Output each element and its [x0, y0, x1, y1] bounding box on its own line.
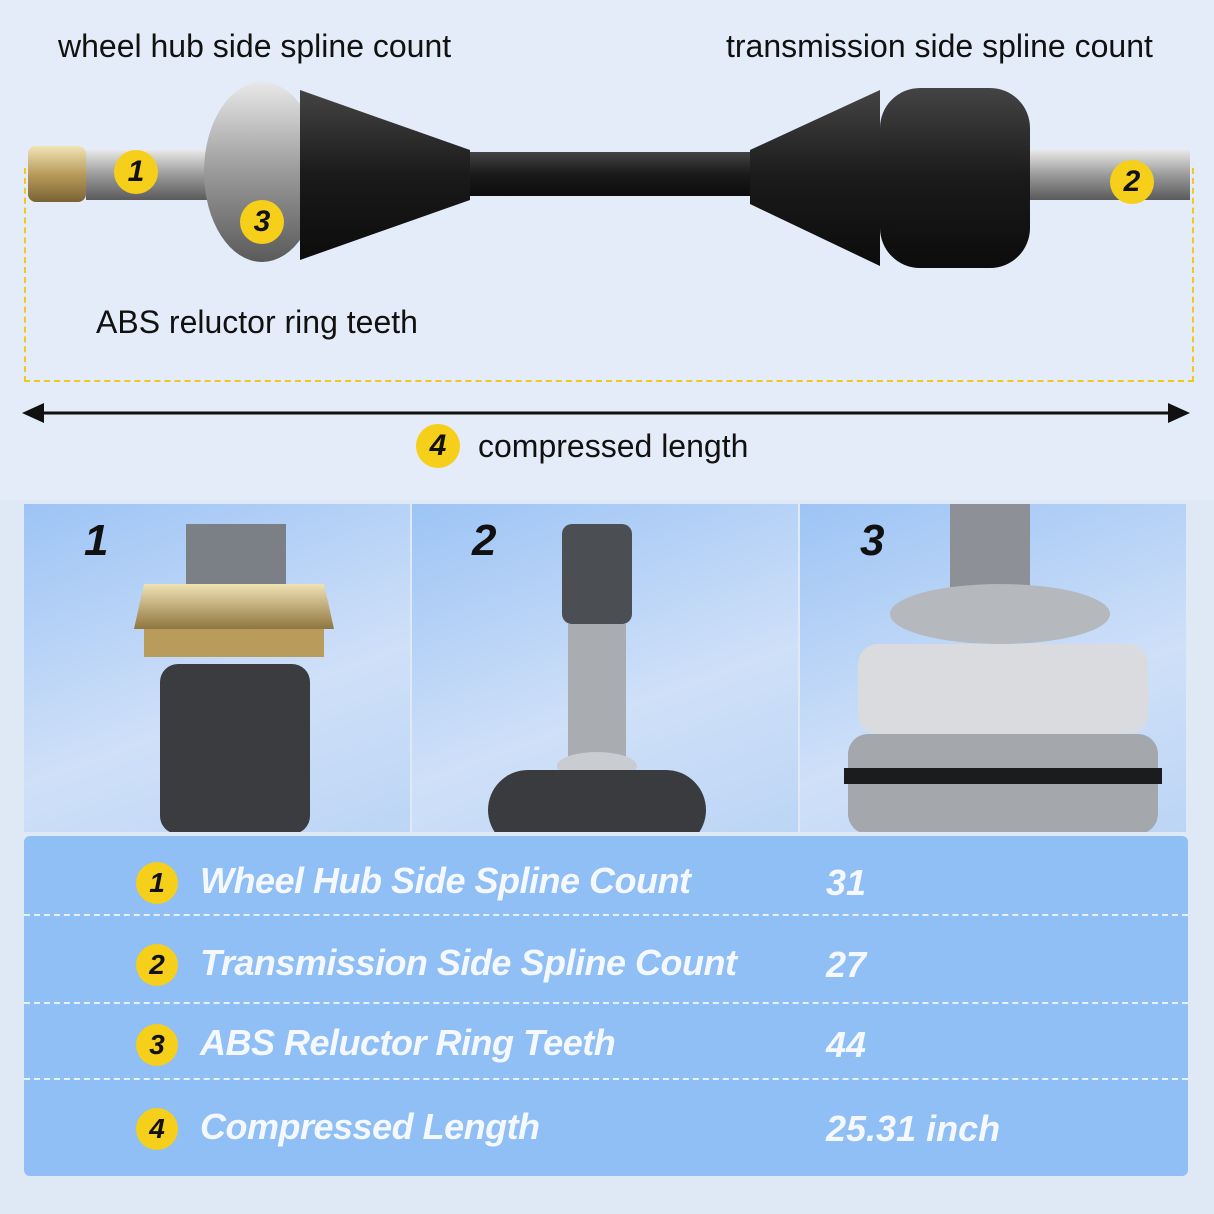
row-divider: [24, 1002, 1188, 1004]
detail-panels: 1 2 3: [24, 504, 1186, 832]
hub-nut: [28, 146, 86, 202]
callout-4: 4: [416, 424, 460, 468]
spec-label: Wheel Hub Side Spline Count: [200, 860, 691, 901]
inner-boot: [750, 90, 880, 266]
outer-cv-joint: [204, 82, 320, 262]
spec-label: Compressed Length: [200, 1106, 540, 1147]
row-divider: [24, 914, 1188, 916]
spec-badge: 3: [136, 1024, 178, 1066]
compressed-label: compressed length: [478, 428, 749, 464]
spec-badge: 1: [136, 862, 178, 904]
spec-value: 27: [826, 944, 867, 985]
spec-value: 44: [826, 1024, 867, 1065]
spec-label: ABS Reluctor Ring Teeth: [200, 1022, 616, 1063]
abs-ring-closeup: [844, 504, 1162, 832]
spec-value: 31: [826, 862, 867, 903]
length-bracket: [24, 168, 1194, 382]
spec-value: 25.31 inch: [826, 1108, 1001, 1149]
callout-1: 1: [114, 150, 158, 194]
panel-number: 3: [860, 516, 885, 565]
spec-badge: 2: [136, 944, 178, 986]
callout-3: 3: [240, 200, 284, 244]
spec-badge: 4: [136, 1108, 178, 1150]
axle-shaft: [470, 152, 770, 196]
spec-label: Transmission Side Spline Count: [200, 942, 737, 983]
outer-boot: [300, 90, 470, 260]
inner-cv-housing: [880, 88, 1030, 268]
spec-row: 4 Compressed Length 25.31 inch: [24, 1086, 1188, 1166]
panel-number: 1: [84, 516, 109, 565]
transmission-label: transmission side spline count: [726, 28, 1153, 64]
spec-row: 3 ABS Reluctor Ring Teeth 44: [24, 1002, 1188, 1082]
detail-panel-2: 2: [412, 504, 798, 832]
spec-table: 1 Wheel Hub Side Spline Count 31 2 Trans…: [24, 836, 1188, 1176]
detail-panel-1: 1: [24, 504, 410, 832]
wheel-hub-label: wheel hub side spline count: [58, 28, 452, 64]
abs-label: ABS reluctor ring teeth: [96, 304, 418, 340]
hub-nut-closeup: [134, 524, 334, 832]
length-arrow: [22, 403, 1190, 423]
detail-panel-3: 3: [800, 504, 1186, 832]
product-diagram: wheel hub side spline count transmission…: [0, 0, 1214, 500]
row-divider: [24, 1078, 1188, 1080]
spec-row: 2 Transmission Side Spline Count 27: [24, 922, 1188, 1002]
callout-2: 2: [1110, 160, 1154, 204]
transmission-spline-closeup: [488, 524, 706, 832]
spec-row: 1 Wheel Hub Side Spline Count 31: [24, 840, 1188, 920]
axle-illustration: [28, 82, 1190, 268]
panel-number: 2: [472, 516, 497, 565]
